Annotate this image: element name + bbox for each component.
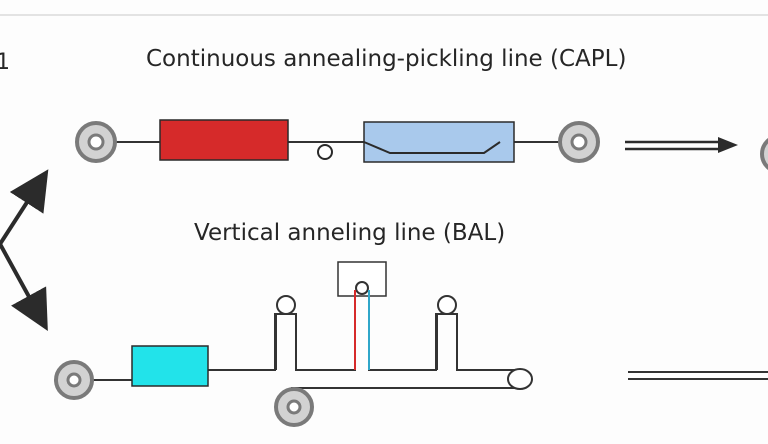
bal-exit-lines [628,371,768,380]
capl-payoff-coil [75,121,117,163]
bal-payoff-coil [54,360,94,400]
capl-edge-coil [760,138,768,170]
bal-return-strip [291,387,520,396]
capl-transfer-arrow [625,137,738,153]
bal-exit-roll [507,368,533,390]
branch-arrow [0,169,49,332]
bal-title: Vertical anneling line (BAL) [194,220,506,246]
capl-pickling-tank [363,121,515,163]
capl-title: Continuous annealing-pickling line (CAPL… [146,46,627,72]
capl-recoiler-coil [558,121,600,163]
capl-annealing-furnace [159,119,289,161]
capl-deflector-roll [317,144,333,160]
bal-tower-1 [275,295,297,370]
bal-cyan-furnace [131,345,209,387]
bal-vertical-furnace [337,261,387,370]
bal-tower-2 [436,295,458,370]
top-divider [0,14,768,16]
corner-label: 1 [0,50,10,75]
bal-bottom-coil [274,387,314,427]
